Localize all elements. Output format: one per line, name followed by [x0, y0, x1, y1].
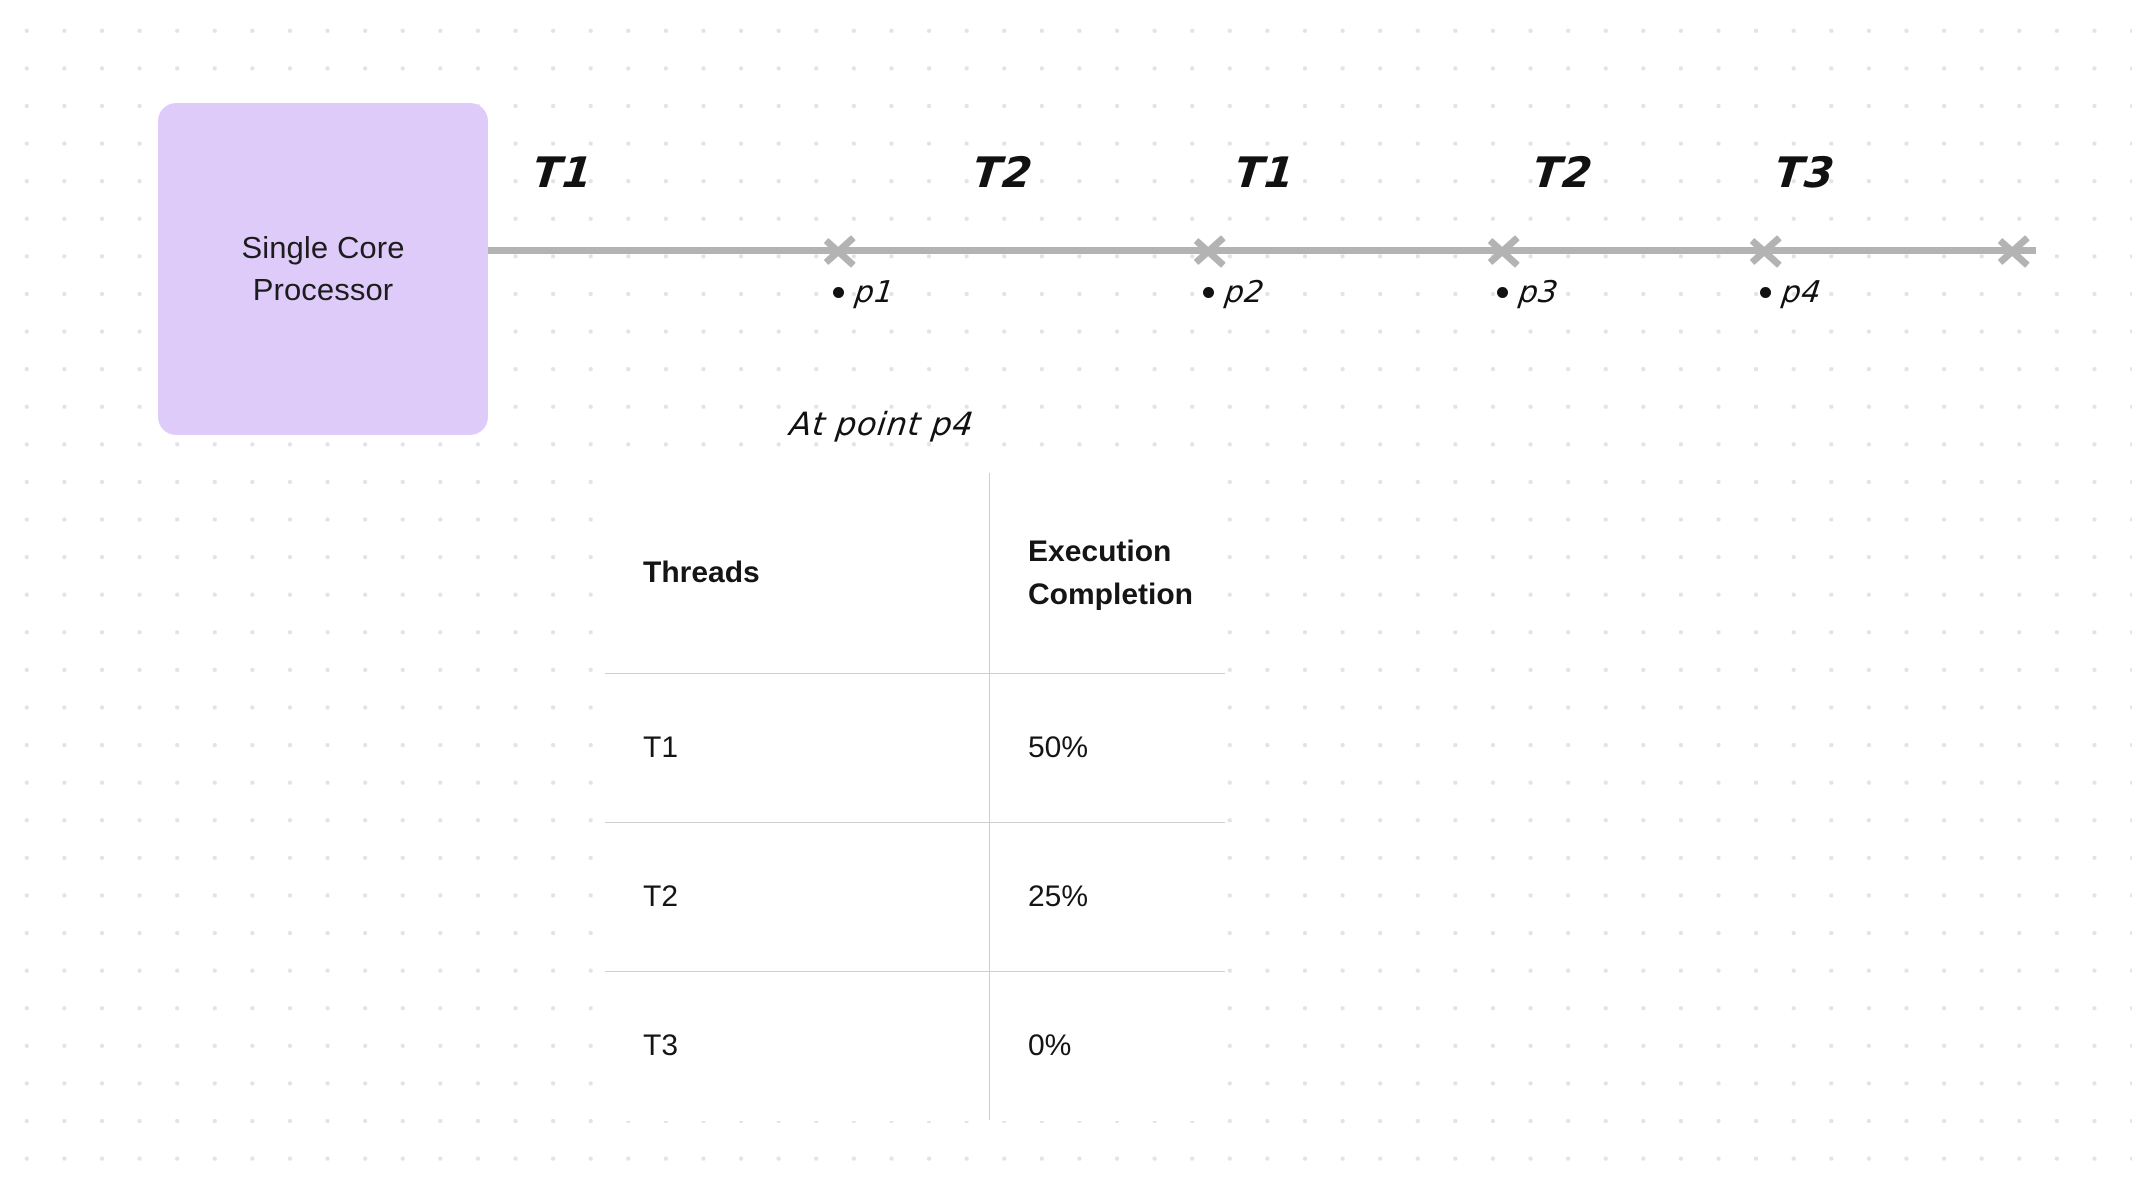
point-label-p2: p2: [1222, 275, 1267, 310]
execution-completion-table: Threads Execution Completion T1 50% T2 2…: [604, 472, 1226, 1121]
cell-thread-1: T1: [605, 673, 990, 823]
cell-thread-3: T3: [605, 971, 990, 1120]
timeline-point-p2: p2: [1203, 275, 1267, 310]
point-label-p3: p3: [1516, 275, 1561, 310]
point-dot-icon: [1497, 287, 1508, 298]
segment-label-3: T1: [1232, 148, 1298, 197]
cell-thread-2: T2: [605, 822, 990, 972]
table-header-row: Threads Execution Completion: [605, 473, 1225, 674]
timeline-arrow-head-1: [826, 228, 860, 274]
point-label-p4: p4: [1779, 275, 1824, 310]
cell-completion-2: 25%: [989, 822, 1225, 972]
point-dot-icon: [1203, 287, 1214, 298]
single-core-processor-box: Single Core Processor: [158, 103, 488, 435]
timeline-point-p4: p4: [1760, 275, 1824, 310]
point-dot-icon: [1760, 287, 1771, 298]
segment-label-4: T2: [1530, 148, 1596, 197]
cell-completion-3: 0%: [989, 971, 1225, 1120]
timeline-point-p3: p3: [1497, 275, 1561, 310]
segment-label-1: T1: [530, 148, 596, 197]
point-label-p1: p1: [852, 275, 897, 310]
cell-completion-1: 50%: [989, 673, 1225, 823]
table-row: T2 25%: [605, 822, 1225, 972]
timeline-arrow-head-2: [1196, 228, 1230, 274]
timeline-arrow-head-3: [1490, 228, 1524, 274]
table-caption: At point p4: [787, 405, 977, 443]
timeline-arrow-head-4: [1752, 228, 1786, 274]
table-row: T1 50%: [605, 673, 1225, 823]
processor-label: Single Core Processor: [241, 230, 405, 307]
timeline-axis: [488, 247, 2036, 254]
table-head: Threads Execution Completion: [605, 473, 1225, 674]
timeline-point-p1: p1: [833, 275, 897, 310]
table-row: T3 0%: [605, 971, 1225, 1120]
column-header-execution-completion: Execution Completion: [989, 473, 1225, 674]
column-header-threads: Threads: [605, 473, 990, 674]
timeline-arrow-head-end: [2000, 228, 2034, 274]
segment-label-5: T3: [1772, 148, 1838, 197]
table-body: T1 50% T2 25% T3 0%: [605, 673, 1225, 1120]
segment-label-2: T2: [970, 148, 1036, 197]
point-dot-icon: [833, 287, 844, 298]
